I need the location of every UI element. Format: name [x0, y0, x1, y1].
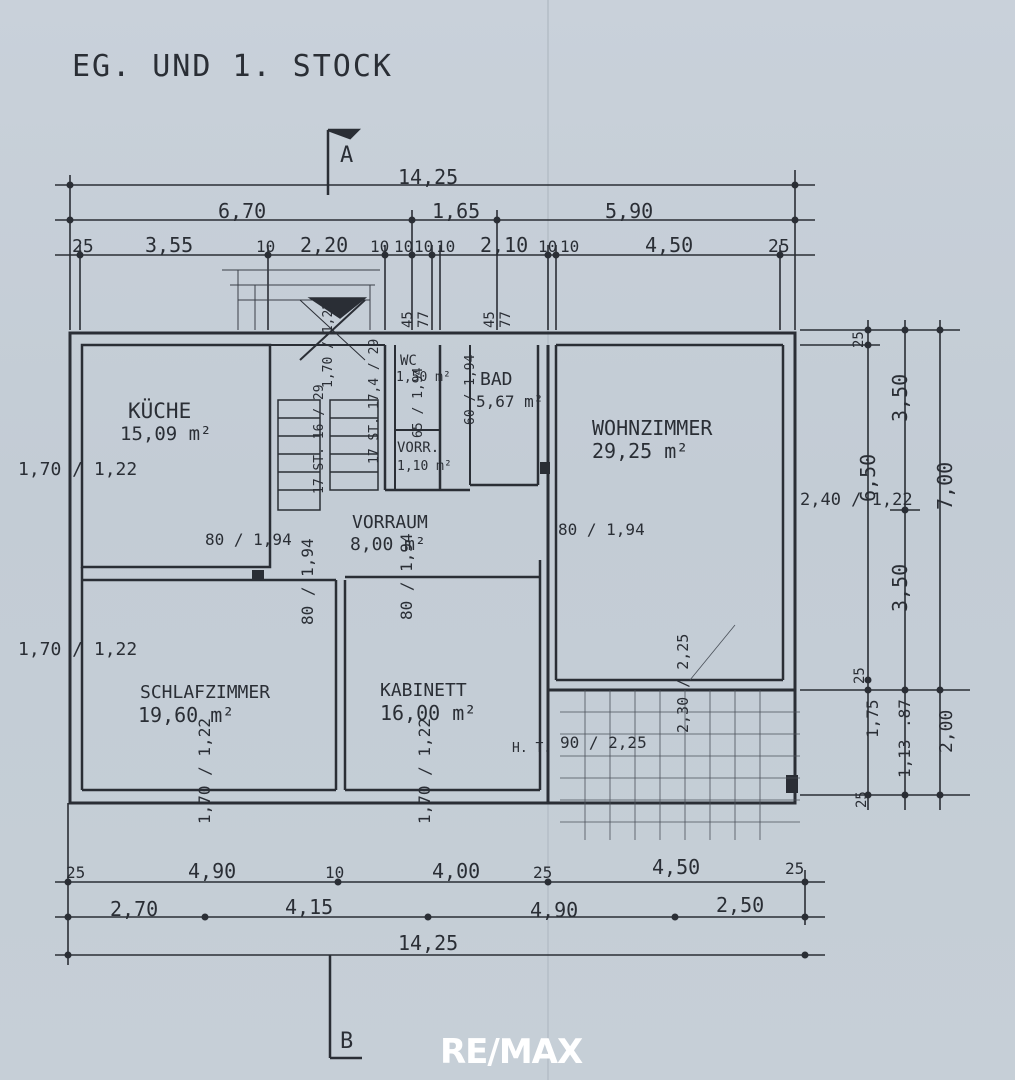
dim-top-row3-0: 25 [72, 236, 94, 257]
dim-top-row2-c: 5,90 [605, 199, 653, 223]
window-right: 2,40 / 1,22 [800, 490, 913, 510]
door-markers [252, 462, 798, 793]
door-kitchen: 80 / 1,94 [205, 530, 292, 549]
dim-top-row3-11: 4,50 [645, 233, 693, 257]
dim-mini-45a: 45 [400, 311, 416, 328]
dim-top-row3-6: 10 [414, 237, 433, 256]
stair-label-down: 17 ST. 17,4 / 29 [367, 339, 382, 464]
dim-right-mid-5: 1,75 [863, 699, 882, 738]
dim-top-row2-b: 1,65 [432, 199, 480, 223]
dim-bottom-row2-3: 2,50 [716, 893, 764, 917]
room-vorr-name: VORR. [397, 440, 439, 456]
dim-right-mid-1: 3,50 [888, 374, 912, 422]
window-left-1: 1,70 / 1,22 [18, 459, 137, 480]
room-schlafzimmer-area: 19,60 m² [138, 703, 234, 727]
window-bottom-1: 1,70 / 1,22 [195, 718, 214, 824]
room-vorraum-area: 8,00 m² [350, 534, 426, 555]
dim-top-row3-9: 10 [538, 237, 557, 256]
dim-bottom-row1-4: 25 [533, 863, 552, 882]
section-marker-b [328, 955, 362, 1060]
dim-right-mid-6: 25 [854, 791, 870, 808]
room-kueche-name: KÜCHE [128, 398, 191, 423]
dim-top-row3-3: 2,20 [300, 233, 348, 257]
terrace-grid [560, 624, 800, 840]
dim-bottom-row1-5: 4,50 [652, 855, 700, 879]
room-wohnzimmer-area: 29,25 m² [592, 439, 688, 463]
room-kabinett-area: 16,00 m² [380, 701, 476, 725]
bottom-dimension-ticks [64, 878, 809, 959]
right-dimension-ticks [864, 326, 944, 799]
staircase [277, 297, 379, 511]
dim-right-mid-2: 6,50 [856, 454, 880, 502]
dim-right-mid-0: 25 [851, 331, 867, 348]
dim-top-row2-a: 6,70 [218, 199, 266, 223]
section-label-a: A [340, 143, 353, 168]
brand-logo: RE/MAX [440, 1032, 583, 1072]
door-bad: 60 / 1,94 [463, 354, 478, 425]
walls [68, 331, 797, 805]
dim-top-row3-5: 10 [394, 237, 413, 256]
dim-right-inner-1: 1,13 [895, 739, 914, 778]
dim-bottom-row1-0: 25 [66, 863, 85, 882]
dim-top-row3-12: 25 [768, 236, 790, 257]
dim-bottom-row2-0: 2,70 [110, 897, 158, 921]
dim-mini-45b: 45 [482, 311, 498, 328]
room-kabinett-name: KABINETT [380, 680, 467, 701]
stair-label-up: 17 ST. 16 / 29 [312, 384, 327, 494]
dim-top-row3-2: 10 [256, 237, 275, 256]
room-wohnzimmer-name: WOHNZIMMER [592, 416, 713, 440]
dim-top-overall: 14,25 [398, 165, 458, 189]
terrace-step: 2,30 / 2,25 [674, 634, 692, 733]
door-terrace: 90 / 2,25 [560, 733, 647, 752]
dim-right-mid-4: 25 [852, 667, 868, 684]
plan-title: EG. UND 1. STOCK [72, 49, 393, 84]
room-bad-name: BAD [480, 369, 513, 390]
dim-bottom-row1-6: 25 [785, 859, 804, 878]
dim-right-outer: 7,00 [933, 462, 957, 510]
door-wohn: 80 / 1,94 [558, 520, 645, 539]
room-bad-area: 5,67 m² [476, 392, 543, 411]
room-wc-area: 1,50 m² [396, 370, 451, 385]
door-wc: 65 / 1,94 [411, 367, 426, 438]
room-kueche-area: 15,09 m² [120, 423, 212, 445]
room-vorr-area: 1,10 m² [397, 459, 452, 474]
dim-bottom-row1-2: 10 [325, 863, 344, 882]
top-dimension-ticks [66, 181, 799, 259]
section-label-b: B [340, 1029, 353, 1054]
dim-top-row3-10: 10 [560, 237, 579, 256]
door-kab: 80 / 1,94 [397, 533, 416, 620]
terrace-mark: H. T. [512, 741, 551, 756]
dim-top-row3-1: 3,55 [145, 233, 193, 257]
dim-bottom-overall: 14,25 [398, 931, 458, 955]
room-schlafzimmer-name: SCHLAFZIMMER [140, 682, 270, 703]
dim-right-inner-0: 2,00 [936, 710, 957, 753]
door-schlaf: 80 / 1,94 [298, 538, 317, 625]
right-dimension-lines [800, 320, 970, 810]
dim-right-inner-2: .87 [895, 699, 914, 728]
dim-top-row3-7: 10 [436, 237, 455, 256]
dim-right-mid-3: 3,50 [888, 564, 912, 612]
dim-top-row3-4: 10 [370, 237, 389, 256]
stair-landing: 1,70 / 1,22 [321, 302, 336, 388]
dim-bottom-row1-1: 4,90 [188, 859, 236, 883]
section-marker-a [326, 128, 362, 195]
dim-bottom-row2-1: 4,15 [285, 895, 333, 919]
dim-mini-77a: 77 [416, 311, 432, 328]
dim-top-row3-8: 2,10 [480, 233, 528, 257]
room-vorraum-name: VORRAUM [352, 512, 428, 533]
window-bottom-2: 1,70 / 1,22 [415, 718, 434, 824]
dim-mini-77b: 77 [498, 311, 514, 328]
dim-bottom-row1-3: 4,00 [432, 859, 480, 883]
room-wc-name: WC [400, 353, 417, 369]
window-left-2: 1,70 / 1,22 [18, 639, 137, 660]
dim-bottom-row2-2: 4,90 [530, 898, 578, 922]
